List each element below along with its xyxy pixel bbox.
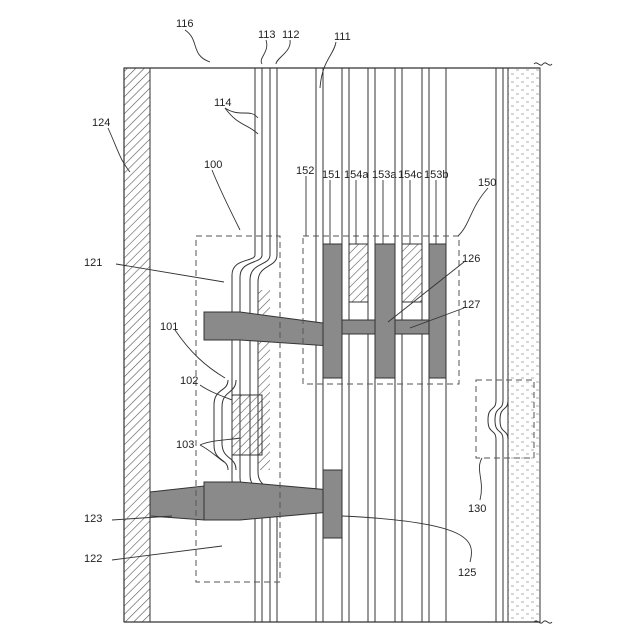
layer-124 [124,68,150,622]
layer-102 [232,395,262,455]
label-154c: 154c [398,169,422,181]
label-154a: 154a [344,169,369,181]
label-125: 125 [458,567,476,579]
label-121: 121 [84,257,102,269]
label-116: 116 [176,18,194,30]
label-103: 103 [176,439,194,451]
label-126: 126 [462,253,480,265]
label-152: 152 [296,165,314,177]
label-111: 111 [334,31,351,43]
electrode-153a [375,244,395,378]
label-112: 112 [282,29,300,41]
plug-126 [342,320,375,334]
wiring-151 [323,244,342,378]
plug-121 [204,312,330,346]
label-150: 150 [478,177,496,189]
label-153a: 153a [372,169,397,181]
dielectric-154c [402,244,422,302]
label-113: 113 [258,29,276,41]
label-122: 122 [84,553,102,565]
substrate [508,68,540,622]
label-130: 130 [468,503,486,515]
bump-130 [488,400,508,440]
label-151: 151 [322,169,340,181]
label-101: 101 [160,321,178,333]
plug-122 [204,482,330,520]
label-127: 127 [462,299,480,311]
label-123: 123 [84,513,102,525]
label-153b: 153b [424,169,448,181]
label-102: 102 [180,375,198,387]
label-114: 114 [214,97,232,109]
label-100: 100 [204,159,222,171]
dielectric-154a [349,244,368,302]
label-124: 124 [92,117,110,129]
wiring-125 [323,470,342,538]
electrode-153b [429,244,446,378]
